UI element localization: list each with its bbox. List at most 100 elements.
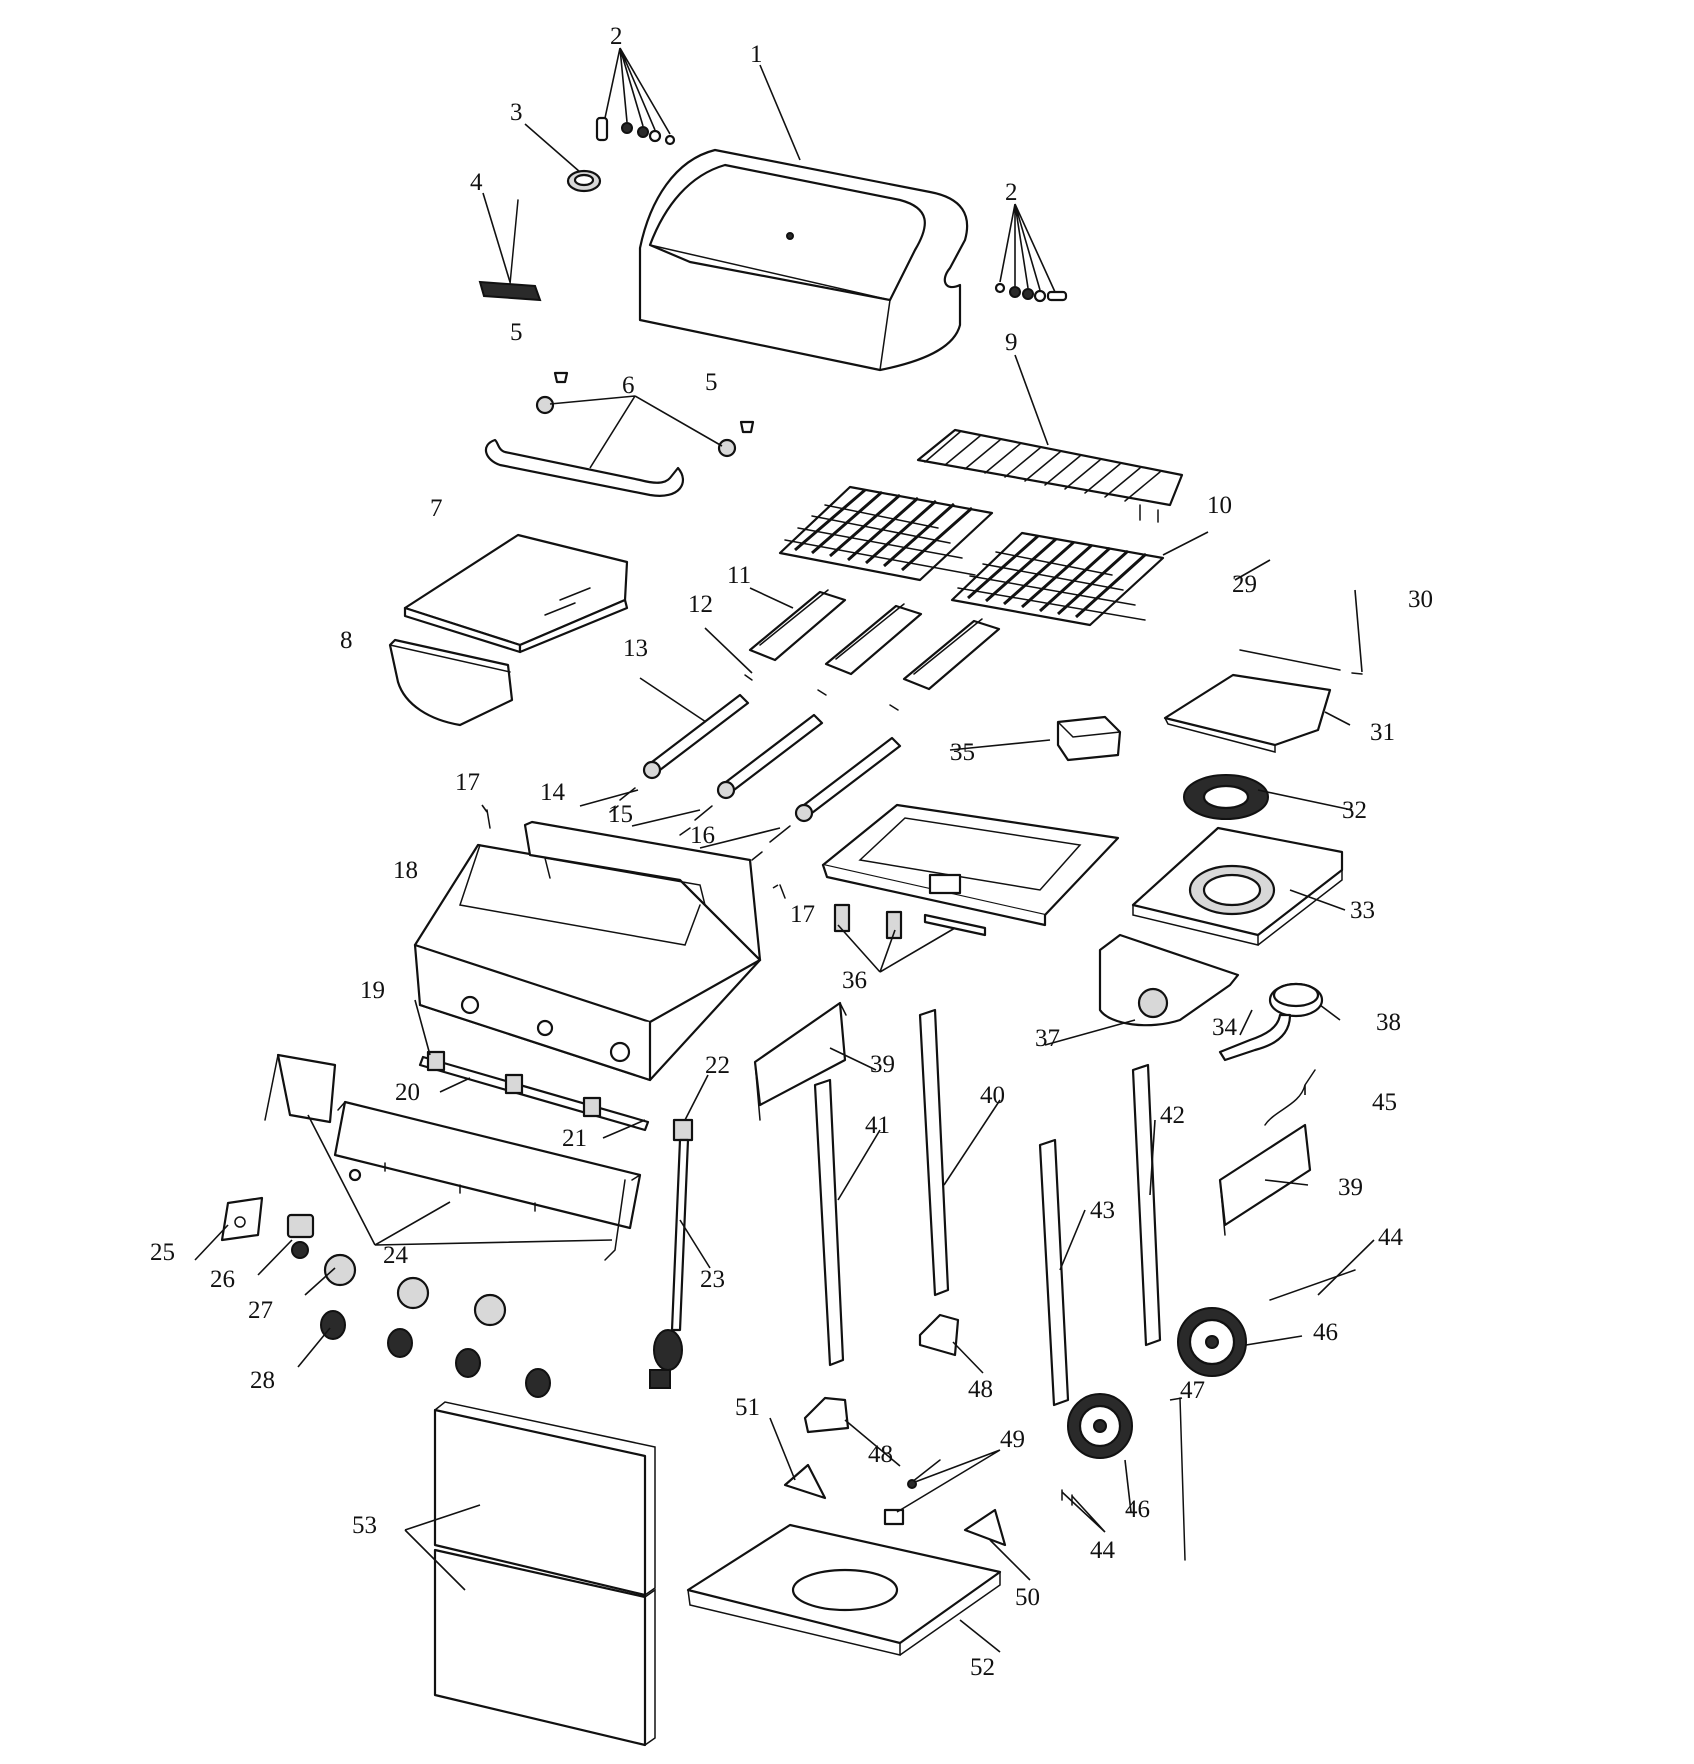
part-side-burner-hose — [1264, 1069, 1316, 1126]
label-2-right: 2 — [1005, 179, 1018, 206]
part-side-burner-shelf — [1131, 826, 1344, 946]
part-heat-shield — [478, 199, 542, 302]
label-2-left: 2 — [610, 23, 623, 50]
label-17-lower: 17 — [790, 901, 815, 928]
label-17-upper: 17 — [455, 769, 480, 796]
part-left-side-shelf — [403, 533, 629, 654]
part-axle — [1269, 1269, 1356, 1301]
part-firebox — [413, 820, 762, 1082]
label-16: 16 — [690, 822, 715, 849]
part-side-burner — [1268, 982, 1324, 1018]
label-53: 53 — [352, 1512, 377, 1539]
part-cart-leg-40 — [918, 1008, 950, 1297]
part-burner-1 — [642, 693, 750, 780]
label-42: 42 — [1160, 1102, 1185, 1129]
part-burner-3 — [794, 736, 902, 823]
part-labels: 1 2 2 3 4 5 5 6 7 8 9 10 11 12 13 14 15 … — [150, 23, 1433, 1681]
label-21: 21 — [562, 1125, 587, 1152]
part-bezel-2 — [396, 1276, 430, 1310]
part-side-pin — [1351, 672, 1363, 675]
label-48-upper: 48 — [968, 1376, 993, 1403]
label-6: 6 — [622, 372, 635, 399]
part-ignitor-button — [286, 1213, 315, 1259]
part-tray-bracket-2 — [885, 910, 903, 940]
label-30: 30 — [1408, 586, 1433, 613]
part-lock-rod — [1179, 1397, 1186, 1561]
part-knob-2 — [387, 1328, 413, 1358]
part-warming-rack — [916, 428, 1184, 523]
label-39-left: 39 — [870, 1051, 895, 1078]
part-temperature-gauge — [566, 169, 602, 193]
label-24: 24 — [383, 1242, 409, 1269]
part-cart-bracket-left — [753, 1001, 847, 1121]
part-lid-hardware-left — [595, 116, 676, 146]
label-40: 40 — [980, 1082, 1005, 1109]
label-11: 11 — [727, 562, 751, 589]
label-22: 22 — [705, 1052, 730, 1079]
part-cart-door-lower — [433, 1548, 656, 1747]
part-tray-bracket-3 — [923, 913, 987, 937]
part-lid-hardware-right — [994, 282, 1068, 303]
part-grease-tray — [821, 803, 1120, 927]
part-handle-bolt-right — [739, 420, 755, 434]
part-side-burner-grate — [1183, 774, 1269, 820]
label-19: 19 — [360, 977, 385, 1004]
part-wheel-lower — [1067, 1393, 1133, 1459]
label-36: 36 — [842, 967, 867, 994]
label-9: 9 — [1005, 329, 1018, 356]
label-12: 12 — [688, 591, 713, 618]
label-20: 20 — [395, 1079, 420, 1106]
part-corner-bracket-51 — [783, 1463, 827, 1500]
part-cart-bracket-right — [1218, 1123, 1312, 1236]
label-49: 49 — [1000, 1426, 1025, 1453]
label-50: 50 — [1015, 1584, 1040, 1611]
label-27: 27 — [248, 1297, 273, 1324]
label-52: 52 — [970, 1654, 995, 1681]
label-45: 45 — [1372, 1089, 1397, 1116]
label-47: 47 — [1180, 1377, 1205, 1404]
label-3: 3 — [510, 99, 523, 126]
label-14: 14 — [540, 779, 566, 806]
label-31: 31 — [1370, 719, 1395, 746]
label-43: 43 — [1090, 1197, 1115, 1224]
label-44-upper: 44 — [1378, 1224, 1404, 1251]
part-bezel-1 — [323, 1253, 357, 1287]
label-41: 41 — [865, 1112, 890, 1139]
part-side-burner-lid — [1163, 673, 1332, 753]
label-4: 4 — [470, 169, 483, 196]
part-bolt — [883, 1459, 941, 1526]
label-7: 7 — [430, 495, 443, 522]
label-38: 38 — [1376, 1009, 1401, 1036]
label-5-left: 5 — [510, 319, 523, 346]
part-electrodes — [609, 787, 791, 861]
part-bezel-3 — [473, 1293, 507, 1327]
part-cart-leg-41 — [813, 1078, 845, 1367]
label-18: 18 — [393, 857, 418, 884]
label-8: 8 — [340, 627, 353, 654]
label-23: 23 — [700, 1266, 725, 1293]
label-39-right: 39 — [1338, 1174, 1363, 1201]
label-13: 13 — [623, 635, 648, 662]
part-corner-bracket-50 — [963, 1508, 1007, 1547]
part-valve-manifold — [418, 1050, 694, 1142]
part-handle-bolt-left — [553, 371, 569, 384]
part-heat-tent-1 — [748, 589, 847, 662]
label-25: 25 — [150, 1239, 175, 1266]
part-wheel-upper — [1177, 1307, 1247, 1377]
label-28: 28 — [250, 1367, 275, 1394]
part-leg-bracket-upper — [918, 1313, 960, 1357]
label-48-lower: 48 — [868, 1441, 893, 1468]
label-32: 32 — [1342, 797, 1367, 824]
part-side-bracket-left — [264, 1053, 337, 1124]
part-tray-bracket-1 — [833, 903, 851, 933]
label-15: 15 — [608, 801, 633, 828]
part-cart-door-upper — [433, 1401, 656, 1597]
part-side-burner-valve — [1218, 1013, 1292, 1062]
part-screw-upper — [486, 809, 491, 829]
label-26: 26 — [210, 1266, 235, 1293]
part-bottom-shelf — [686, 1523, 1002, 1656]
part-gas-hose-regulator — [649, 1138, 690, 1389]
label-10: 10 — [1207, 492, 1232, 519]
part-ignitor-bracket — [220, 1196, 264, 1242]
leader-lines — [194, 47, 1375, 1653]
